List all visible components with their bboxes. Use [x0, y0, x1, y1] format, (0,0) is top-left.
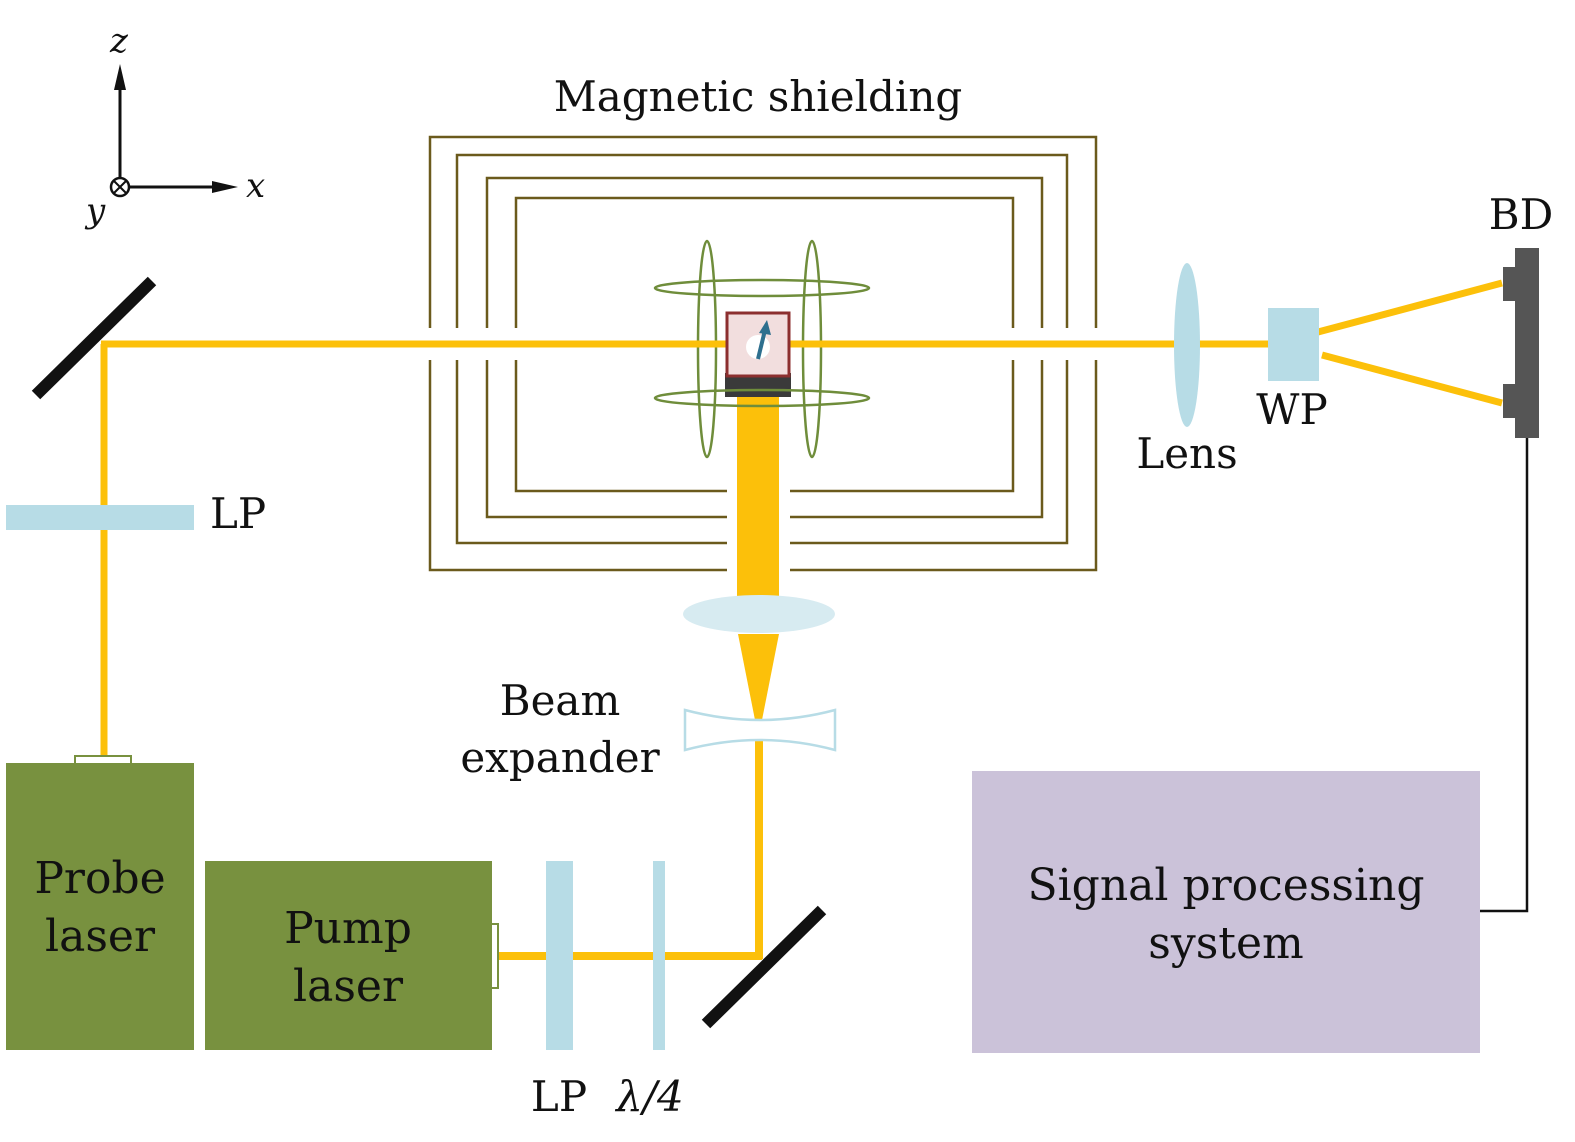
beam-expander-label-line2: expander: [460, 733, 660, 782]
coils-front: [653, 278, 871, 408]
probe-linear-polarizer: [6, 505, 194, 530]
spin-arrow-icon: [756, 329, 767, 360]
probe-laser-label-line2: laser: [45, 911, 156, 962]
coils-back: [696, 239, 823, 459]
beam-expander-concave-lens: [683, 708, 837, 752]
beam-expander-convex-lens: [683, 595, 835, 633]
probe-laser: [6, 763, 194, 1050]
lens: [1174, 263, 1200, 427]
pump-mirror: [701, 905, 827, 1029]
signal-processing-label-line2: system: [1148, 918, 1303, 969]
signal-processing-label-line1: Signal processing: [1027, 860, 1424, 911]
x-axis-label: x: [246, 166, 265, 206]
balanced-detector: [1503, 248, 1539, 438]
pump-lp-label: LP: [531, 1072, 587, 1121]
pump-laser: [205, 861, 492, 1050]
vapor-cell: [725, 311, 791, 397]
beam-expander-label-line1: Beam: [500, 676, 621, 725]
wollaston-prism: [1268, 308, 1319, 381]
bd-label: BD: [1489, 190, 1554, 239]
pump-beam: [497, 380, 779, 960]
signal-processing-box: [972, 771, 1480, 1053]
lens-label: Lens: [1136, 429, 1237, 478]
magnetic-shielding-label: Magnetic shielding: [554, 72, 963, 121]
signal-cable: [1480, 438, 1529, 913]
probe-laser-label-line1: Probe: [34, 853, 165, 904]
pump-linear-polarizer: [546, 861, 573, 1050]
pump-laser-label-line2: laser: [293, 961, 404, 1012]
probe-beam: [100, 279, 1503, 762]
probe-lp-label: LP: [210, 489, 266, 538]
probe-mirror: [31, 276, 157, 400]
wp-label: WP: [1256, 385, 1327, 434]
quarter-wave-label: λ/4: [614, 1072, 684, 1121]
z-axis-label: z: [109, 21, 129, 61]
magnetic-shielding: [428, 135, 1098, 572]
y-axis-label: y: [84, 191, 106, 231]
quarter-wave-plate: [653, 861, 665, 1050]
pump-laser-label-line1: Pump: [284, 903, 412, 954]
coordinate-axes: z x y: [84, 21, 265, 231]
